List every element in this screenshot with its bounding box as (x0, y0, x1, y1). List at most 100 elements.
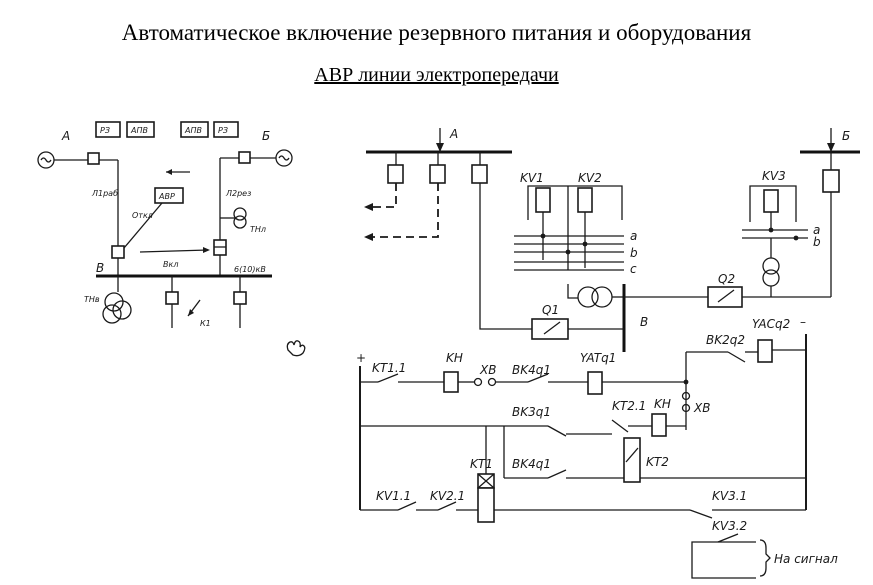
hand-cursor-icon (286, 340, 306, 357)
contact-kv32 (717, 533, 739, 543)
feeder-breaker-1 (165, 291, 179, 305)
label-yac: YACq2 (752, 317, 790, 331)
label-otkl: Откл (132, 211, 153, 220)
label-kv32: KV3.2 (712, 519, 747, 533)
page-title: Автоматическое включение резервного пита… (121, 20, 752, 45)
page-subtitle: АВР линии электропередачи (314, 64, 559, 86)
apv-box-2-label: АПВ (184, 126, 202, 135)
breaker-b (238, 151, 251, 164)
label-kh-1: KH (446, 351, 463, 365)
relay-kv2 (577, 187, 593, 213)
relay-box-1 (95, 121, 121, 138)
label-bk4q1: BK4q1 (512, 363, 551, 377)
relay-box-2-label: РЗ (218, 126, 228, 135)
apv-box-1-label: АПВ (130, 126, 148, 135)
generator-b-sine-icon (278, 155, 290, 161)
contact-kv21 (437, 501, 457, 511)
label-minus: – (800, 315, 806, 329)
label-kv11: KV1.1 (376, 489, 411, 503)
bus-b-transformer-coil-2-icon (762, 269, 780, 287)
label-tn-l: ТНл (250, 225, 266, 234)
label-signal: На сигнал (774, 552, 838, 566)
label-kv1: KV1 (520, 171, 544, 185)
contact-bk4q1-b (547, 469, 567, 479)
avr-otkl-arrow (123, 202, 163, 249)
label-phase-a2: a (813, 223, 820, 237)
label-yat: YATq1 (580, 351, 616, 365)
label-phase-a1: a (630, 229, 637, 243)
label-plus: + (356, 351, 366, 365)
label-kt11: KT1.1 (372, 361, 406, 375)
label-line-2: Л2рез (225, 189, 251, 198)
label-bus-v-right: В (640, 315, 648, 329)
bus-b-transformer-coil-1-icon (762, 257, 780, 275)
label-vkl: Вкл (163, 260, 178, 269)
signal-brace (759, 539, 771, 577)
label-bus-a: А (449, 127, 458, 141)
relay-kt1 (477, 487, 495, 523)
contact-kv11 (397, 501, 417, 511)
test-block-xb-2-icon (681, 391, 691, 401)
label-phase-c1: c (630, 262, 637, 276)
contact-bk4q1 (527, 373, 549, 383)
label-tn-v: ТНв (84, 295, 100, 304)
feeder-a3-breaker (471, 164, 488, 184)
contact-kt11 (377, 373, 399, 383)
relay-kt2 (623, 437, 641, 483)
relay-kv3 (763, 189, 779, 213)
breaker-line-1 (111, 245, 125, 259)
contact-bk2q2 (727, 351, 746, 363)
tn-v-coil-2-icon (112, 300, 132, 320)
contact-kt21 (611, 419, 629, 433)
label-feeder: К1 (200, 319, 211, 328)
tn-v-coil-1-icon (104, 292, 124, 312)
relay-kv1 (535, 187, 551, 213)
bus-v-transformer-coil-2-icon (591, 286, 613, 308)
label-line-1: Л1раб (91, 189, 118, 198)
label-bk3q1: BK3q1 (512, 405, 551, 419)
coil-yac (757, 339, 773, 363)
label-xb-2: XB (693, 401, 710, 415)
label-bus-v: В (96, 261, 104, 275)
tn-v-coil-3-icon (102, 304, 122, 324)
avr-box-label: АВР (158, 192, 175, 201)
test-block-xb-1b-icon (487, 377, 497, 387)
contact-kv31 (689, 509, 713, 519)
label-kh-2: KH (654, 397, 671, 411)
label-bus-voltage: 6(10)кВ (234, 265, 266, 274)
right-scheme: А KV1 KV2 a b c (356, 127, 860, 579)
label-phase-b1: b (630, 246, 638, 260)
apv-box-1 (126, 121, 155, 138)
relay-box-1-label: РЗ (100, 126, 110, 135)
label-kv31: KV3.1 (712, 489, 747, 503)
bus-b-breaker (822, 169, 840, 193)
label-kv3: KV3 (762, 169, 786, 183)
generator-a-sine-icon (40, 157, 52, 163)
label-kt21: KT2.1 (612, 399, 646, 413)
apv-box-2 (180, 121, 209, 138)
label-bus-b: Б (842, 129, 850, 143)
relay-box-2 (213, 121, 239, 138)
label-source-b: Б (262, 129, 270, 143)
relay-kh-1 (443, 371, 459, 393)
label-kv2: KV2 (578, 171, 602, 185)
avr-vkl-arrow (139, 249, 209, 253)
label-source-a: А (61, 129, 70, 143)
breaker-a (87, 152, 100, 165)
test-block-xb-2b-icon (681, 403, 691, 413)
relay-kh-2 (651, 413, 667, 437)
label-q1: Q1 (542, 303, 559, 317)
tn-l-coil-2-icon (233, 215, 247, 229)
label-kt2: KT2 (646, 455, 669, 469)
label-kt1: KT1 (470, 457, 493, 471)
left-scheme: А Л1раб РЗ АПВ АПВ РЗ Б Л2рез ТНл (37, 121, 293, 328)
test-block-xb-1-icon (473, 377, 483, 387)
tn-l-coil-1-icon (233, 207, 247, 221)
label-bk2q2: BK2q2 (706, 333, 745, 347)
avr-box (154, 187, 184, 204)
label-bk4q1-b: BK4q1 (512, 457, 551, 471)
bus-v-transformer-coil-1-icon (577, 286, 599, 308)
feeder-a1-breaker (387, 164, 404, 184)
feeder-breaker-2 (233, 291, 247, 305)
